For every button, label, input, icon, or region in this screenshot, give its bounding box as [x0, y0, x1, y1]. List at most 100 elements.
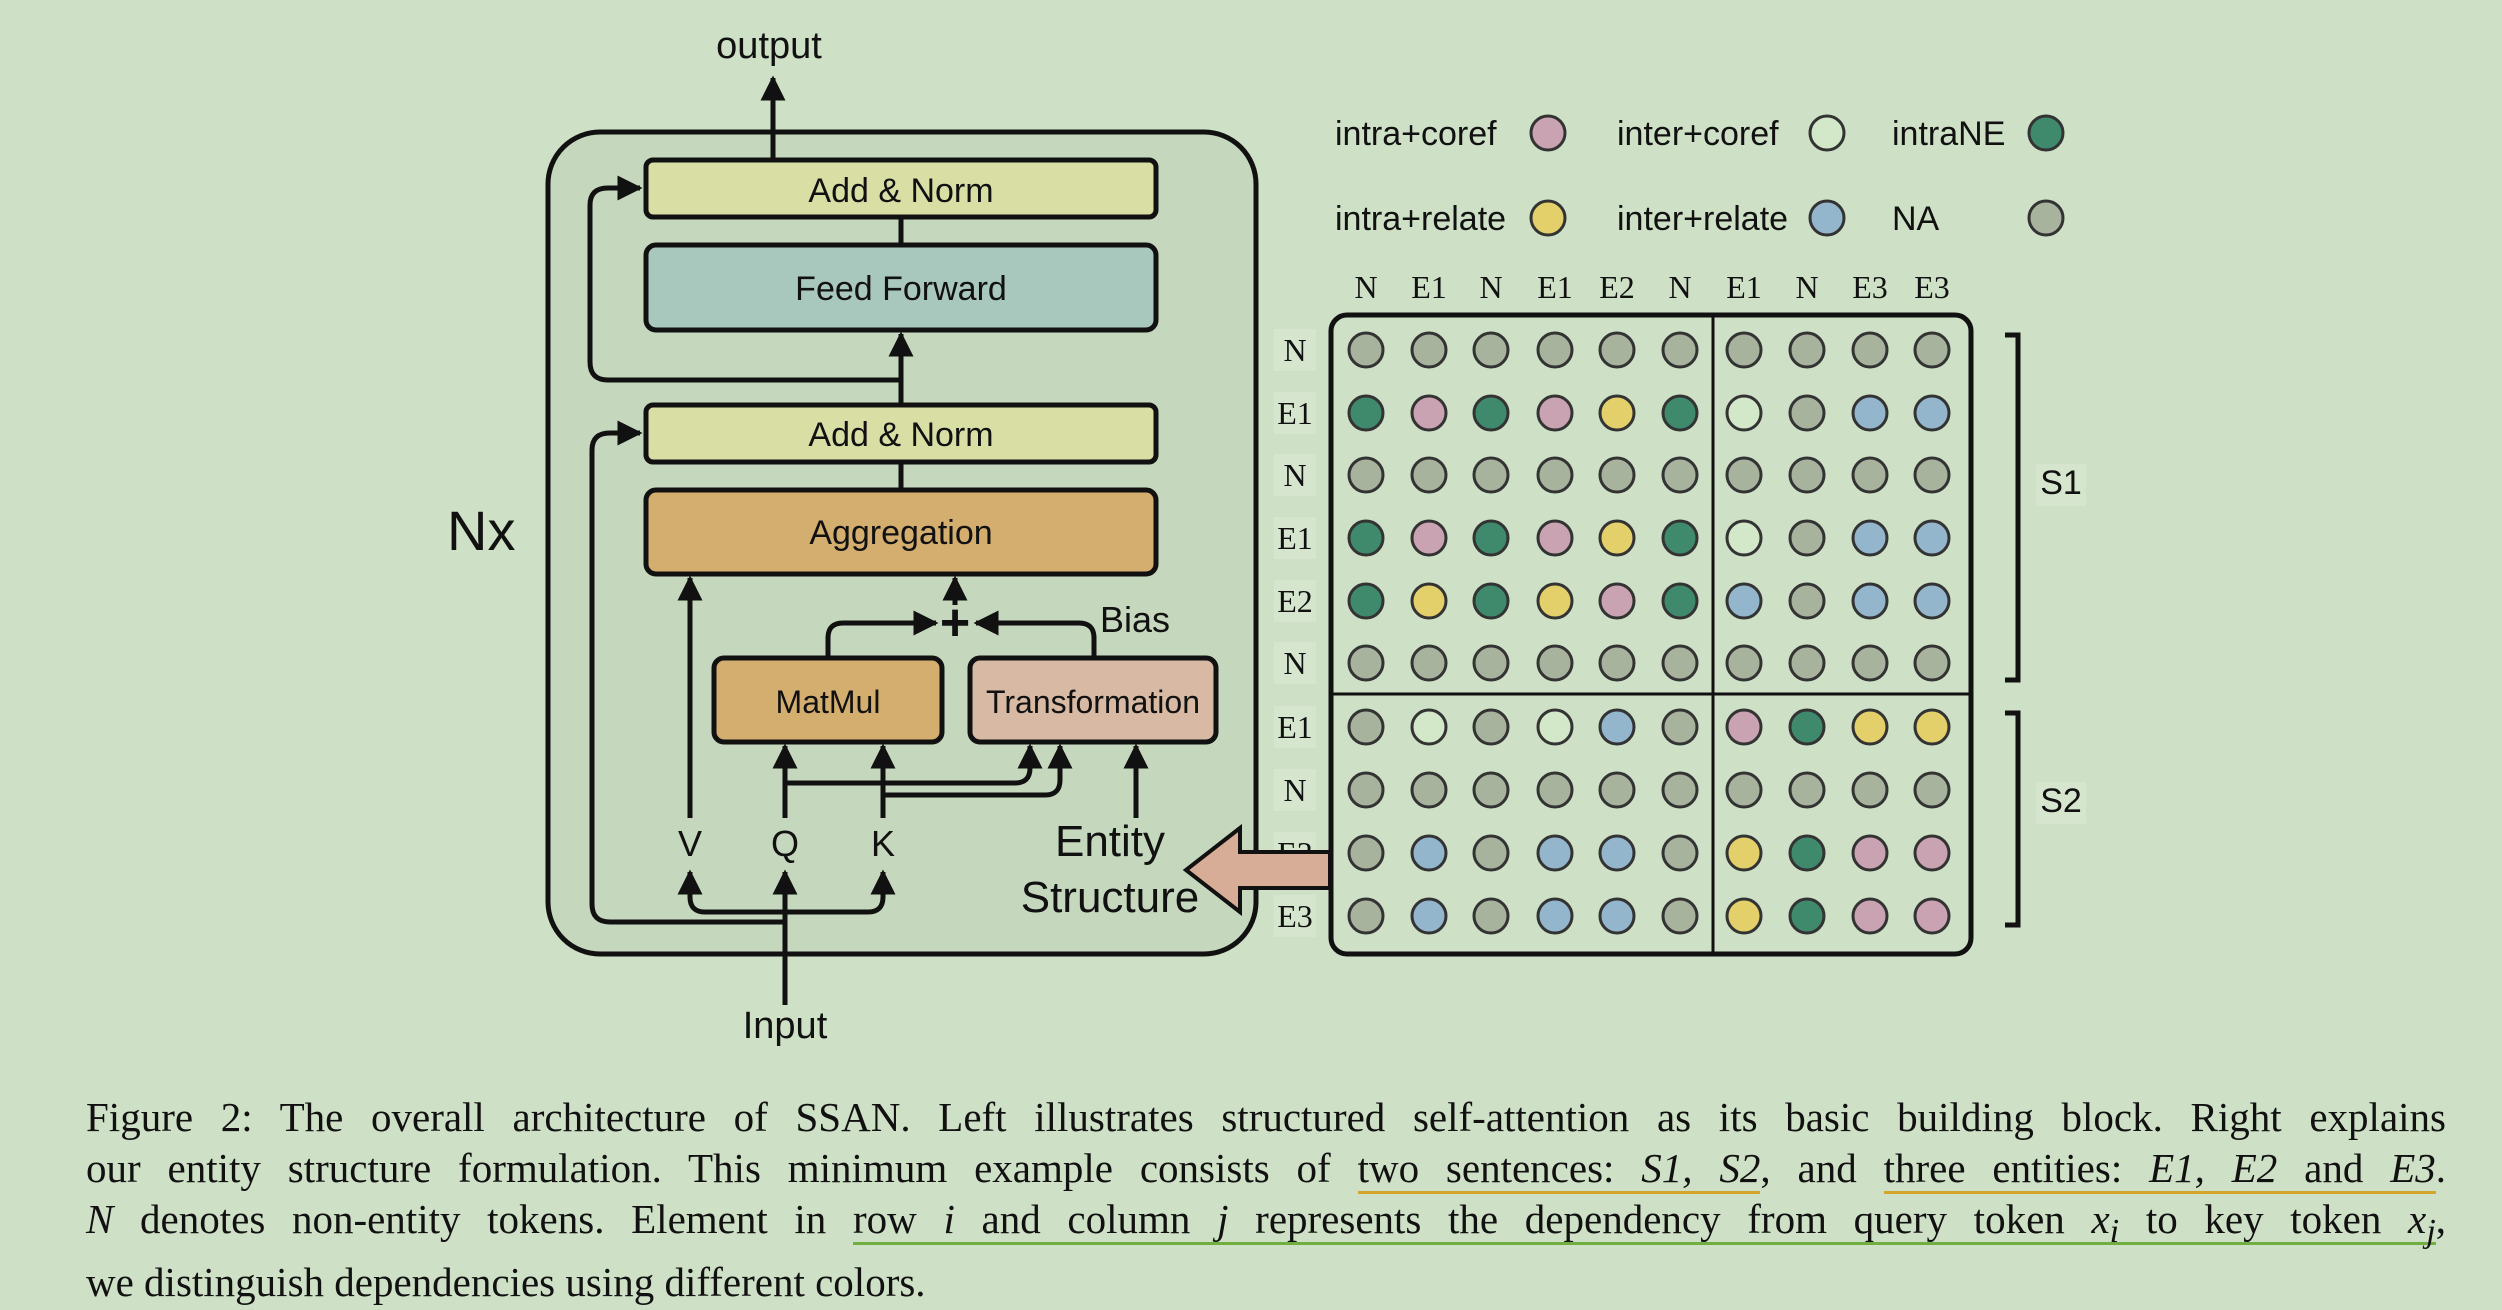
k-to-transformation-arrow	[883, 743, 1073, 798]
matrix-cell-5-9	[1913, 644, 1951, 682]
matrix-cell-6-4	[1598, 708, 1636, 746]
matrix-cell-4-4	[1598, 582, 1636, 620]
matrix-cell-2-8	[1851, 456, 1889, 494]
legend-swatch-inter-relate	[1808, 199, 1846, 237]
add-norm-top-label: Add & Norm	[808, 172, 993, 210]
caption-line-4: we distinguish dependencies using differ…	[86, 1259, 926, 1306]
matrix-cell-4-7	[1788, 582, 1826, 620]
sentence-bracket-2	[2005, 710, 2021, 928]
feed-forward-label: Feed Forward	[795, 270, 1007, 308]
transformation-to-plus-arrow	[973, 610, 1097, 658]
q-label: Q	[771, 823, 799, 864]
column-token-label: N	[1479, 269, 1502, 305]
legend-swatch-inter-coref	[1808, 114, 1846, 152]
matrix-cell-6-1	[1410, 708, 1448, 746]
matrix-cell-1-7	[1788, 394, 1826, 432]
matrix-cell-3-6	[1725, 519, 1763, 557]
aggregation-block	[643, 487, 1159, 577]
matrix-cell-5-2	[1472, 644, 1510, 682]
matrix-cell-9-9	[1913, 897, 1951, 935]
matrix-cell-0-8	[1851, 331, 1889, 369]
matrix-cell-0-3	[1536, 331, 1574, 369]
row-token-label: N	[1283, 772, 1306, 808]
matrix-cell-0-6	[1725, 331, 1763, 369]
matrix-cell-5-6	[1725, 644, 1763, 682]
input-to-v-arrow	[677, 869, 785, 915]
caption-line-3: N denotes non-entity tokens. Element in …	[86, 1196, 2446, 1251]
matrix-cell-7-9	[1913, 771, 1951, 809]
transformation-label: Transformation	[986, 684, 1200, 720]
sentence-label-1: S1	[2040, 464, 2082, 502]
legend-label-NA: NA	[1892, 200, 1940, 238]
matrix-cell-9-1	[1410, 897, 1448, 935]
matrix-cell-3-5	[1661, 519, 1699, 557]
row-token-background	[1274, 329, 1316, 371]
matrix-cell-4-5	[1661, 582, 1699, 620]
matrix-cell-3-3	[1536, 519, 1574, 557]
row-token-background	[1274, 769, 1316, 811]
caption-entities-underline: three entities: E1, E2 and E3	[1883, 1145, 2436, 1194]
matrix-cell-4-0	[1347, 582, 1385, 620]
matrix-cell-5-8	[1851, 644, 1889, 682]
matrix-cell-5-4	[1598, 644, 1636, 682]
figure-caption: Figure 2: The overall architecture of SS…	[86, 1092, 2446, 1308]
matrix-cell-2-0	[1347, 456, 1385, 494]
entity-structure-matrix: NE1NE1E2NE1NE3E3NE1NE1E2NE1NE3E3S1S2	[1274, 269, 2086, 957]
plus-symbol: +	[940, 594, 970, 652]
matrix-cell-0-4	[1598, 331, 1636, 369]
row-token-background	[1274, 706, 1316, 748]
matrix-cell-1-6	[1725, 394, 1763, 432]
matrix-cell-8-1	[1410, 834, 1448, 872]
matrix-cell-6-2	[1472, 708, 1510, 746]
matrix-cell-2-1	[1410, 456, 1448, 494]
matrix-cell-9-3	[1536, 897, 1574, 935]
matrix-cell-8-7	[1788, 834, 1826, 872]
column-token-label: E2	[1599, 269, 1635, 305]
matrix-cell-2-6	[1725, 456, 1763, 494]
matrix-cell-7-3	[1536, 771, 1574, 809]
matrix-cell-6-6	[1725, 708, 1763, 746]
legend-label-intra-coref: intra+coref	[1335, 115, 1497, 153]
row-token-label: E1	[1277, 395, 1313, 431]
row-token-label: E2	[1277, 583, 1313, 619]
column-token-label: E1	[1726, 269, 1762, 305]
matrix-cell-7-8	[1851, 771, 1889, 809]
matrix-cell-9-8	[1851, 897, 1889, 935]
matrix-cell-9-0	[1347, 897, 1385, 935]
legend-label-intraNE: intraNE	[1892, 115, 2005, 153]
matrix-cell-4-2	[1472, 582, 1510, 620]
matmul-to-plus-arrow	[825, 610, 939, 658]
legend-swatch-intraNE	[2027, 114, 2065, 152]
column-token-label: E1	[1411, 269, 1447, 305]
aggregation-label: Aggregation	[809, 514, 992, 552]
row-token-background	[1274, 517, 1316, 559]
matrix-cell-4-1	[1410, 582, 1448, 620]
matrix-cell-5-5	[1661, 644, 1699, 682]
matrix-cell-6-3	[1536, 708, 1574, 746]
row-token-background	[1274, 392, 1316, 434]
matrix-cell-5-3	[1536, 644, 1574, 682]
matrix-cell-8-9	[1913, 834, 1951, 872]
matrix-cell-9-6	[1725, 897, 1763, 935]
caption-line-2: our entity structure formulation. This m…	[86, 1143, 2446, 1194]
matrix-cell-1-8	[1851, 394, 1889, 432]
matrix-cell-3-4	[1598, 519, 1636, 557]
matrix-cell-9-7	[1788, 897, 1826, 935]
matrix-cell-2-9	[1913, 456, 1951, 494]
matrix-cell-0-5	[1661, 331, 1699, 369]
matrix-cell-7-7	[1788, 771, 1826, 809]
matrix-cell-7-5	[1661, 771, 1699, 809]
matrix-cell-0-2	[1472, 331, 1510, 369]
bias-label: Bias	[1100, 599, 1170, 640]
matrix-cell-2-3	[1536, 456, 1574, 494]
row-token-label: E1	[1277, 709, 1313, 745]
row-token-label: E1	[1277, 520, 1313, 556]
matmul-label: MatMul	[776, 684, 881, 720]
matrix-cell-9-4	[1598, 897, 1636, 935]
column-token-label: E1	[1537, 269, 1573, 305]
feed-forward-block	[643, 242, 1159, 333]
legend-swatch-intra-coref	[1529, 114, 1567, 152]
row-token-label: N	[1283, 332, 1306, 368]
column-token-label: N	[1668, 269, 1691, 305]
matrix-cell-6-7	[1788, 708, 1826, 746]
